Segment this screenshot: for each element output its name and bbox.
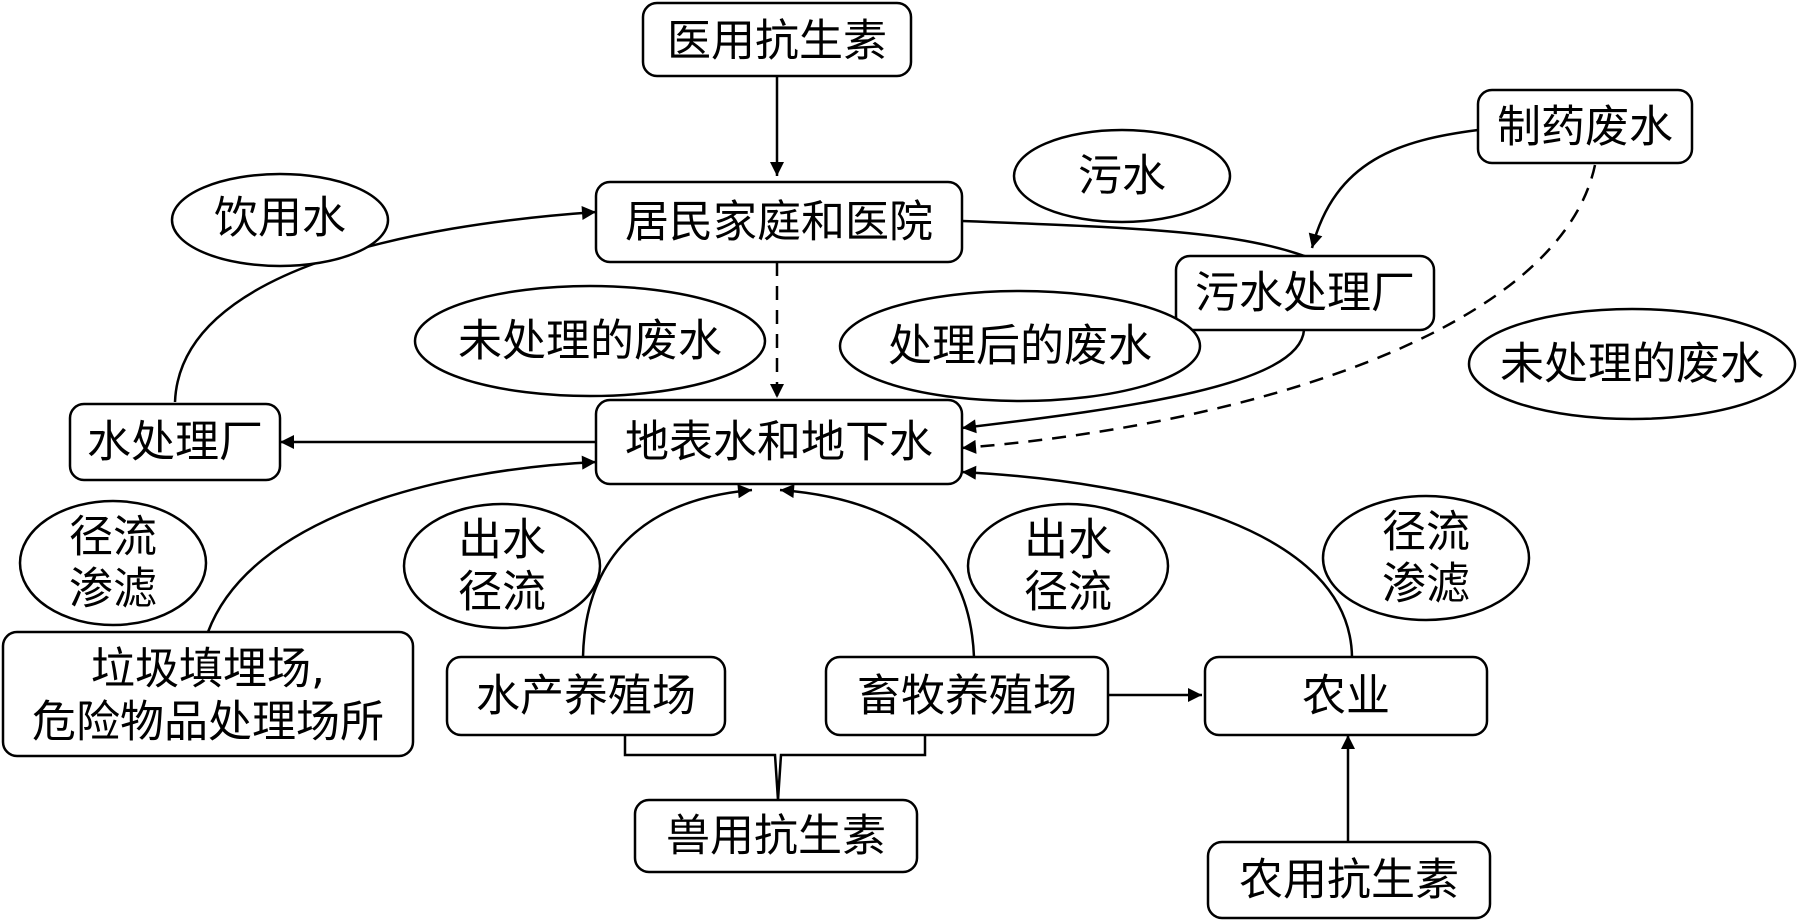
node-label: 居民家庭和医院	[625, 197, 933, 248]
arrow-livestock-to-water	[779, 484, 976, 658]
edge-label-line2: 渗滤	[1382, 559, 1470, 610]
line-households-to-sewage-plant	[961, 219, 1311, 260]
node-households-hospitals: 居民家庭和医院	[594, 180, 964, 264]
edge-label-line1: 径流	[69, 512, 157, 563]
edge-label: 饮用水	[214, 193, 346, 244]
edge-label-line1: 出水	[458, 515, 546, 566]
node-label: 医用抗生素	[667, 16, 887, 67]
connectors	[173, 76, 1597, 842]
label-sewage: 污水	[1012, 128, 1232, 224]
label-effluent-runoff-left: 出水 径流	[402, 502, 602, 630]
node-agricultural-antibiotics: 农用抗生素	[1206, 840, 1492, 920]
arrow-agriculture-to-water	[961, 465, 1354, 658]
node-water-plant: 水处理厂	[68, 402, 282, 482]
edge-label-line2: 渗滤	[69, 564, 157, 615]
node-label: 地表水和地下水	[625, 417, 933, 468]
edge-label-line2: 径流	[1024, 567, 1112, 618]
node-label: 水产养殖场	[476, 671, 696, 722]
label-runoff-seepage-left: 径流 渗滤	[18, 499, 208, 627]
arrow-pharma-to-sewage-plant	[1308, 128, 1479, 249]
node-landfill: 垃圾填埋场, 危险物品处理场所	[1, 630, 415, 758]
edge-label: 未处理的废水	[458, 316, 722, 367]
node-label: 污水处理厂	[1195, 268, 1415, 319]
node-label: 水处理厂	[87, 417, 263, 468]
node-pharma-wastewater: 制药废水	[1476, 88, 1694, 165]
dashed-arrow-pharma-to-water	[961, 164, 1597, 454]
arrow-landfill-to-water	[206, 455, 597, 633]
node-label: 制药废水	[1497, 102, 1673, 153]
edge-label: 处理后的废水	[888, 321, 1152, 372]
label-untreated-wastewater-right: 未处理的废水	[1467, 307, 1797, 421]
label-drinking-water: 饮用水	[170, 172, 390, 268]
label-runoff-seepage-right: 径流 渗滤	[1321, 494, 1531, 622]
node-agriculture: 农业	[1203, 655, 1489, 737]
label-effluent-runoff-right: 出水 径流	[966, 502, 1170, 630]
edge-label-line2: 径流	[458, 567, 546, 618]
brace-veterinary-antibiotics	[623, 735, 927, 801]
edge-label-line1: 径流	[1382, 507, 1470, 558]
label-untreated-wastewater-left: 未处理的废水	[413, 284, 767, 398]
node-label-line1: 垃圾填埋场,	[91, 644, 325, 695]
node-label: 农用抗生素	[1239, 855, 1459, 906]
node-label: 兽用抗生素	[666, 811, 886, 862]
node-label: 畜牧养殖场	[857, 671, 1077, 722]
node-veterinary-antibiotics: 兽用抗生素	[633, 798, 919, 874]
arrow-aquaculture-to-water	[581, 484, 753, 658]
node-label: 农业	[1302, 671, 1390, 722]
node-sewage-plant: 污水处理厂	[1174, 254, 1436, 332]
arrow-sewage-plant-to-water	[961, 329, 1306, 434]
node-aquaculture: 水产养殖场	[445, 655, 727, 737]
edge-label-line1: 出水	[1024, 515, 1112, 566]
label-treated-wastewater: 处理后的废水	[838, 289, 1202, 403]
node-medical-antibiotics: 医用抗生素	[641, 1, 913, 78]
edge-label: 未处理的废水	[1500, 339, 1764, 390]
node-label-line2: 危险物品处理场所	[32, 697, 384, 748]
node-livestock: 畜牧养殖场	[824, 655, 1110, 737]
node-surface-ground-water: 地表水和地下水	[594, 398, 964, 486]
edge-label: 污水	[1078, 151, 1166, 202]
